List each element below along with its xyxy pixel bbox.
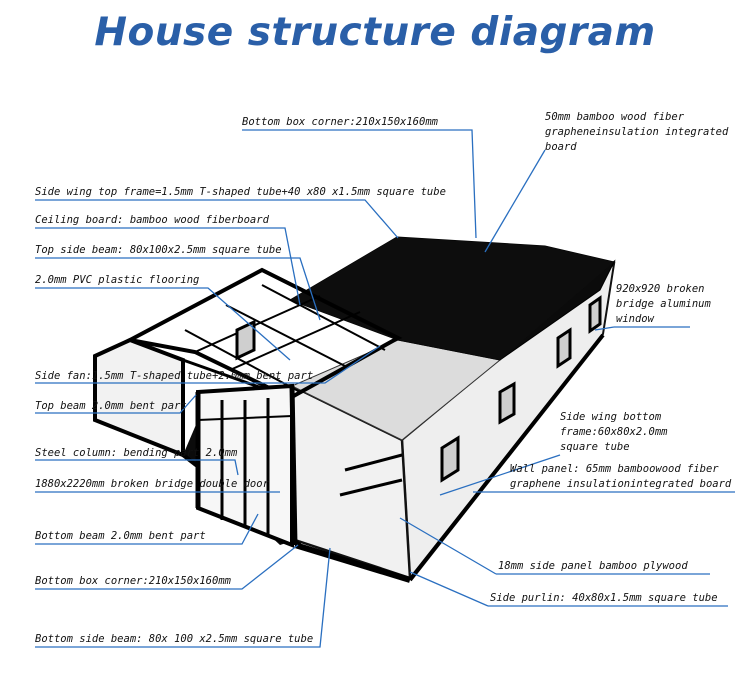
wing-roof — [123, 267, 403, 401]
label-bamboo-fiber-line2: grapheneinsulation integrated — [545, 126, 729, 138]
window-1 — [440, 435, 460, 483]
roof-top — [290, 237, 614, 360]
diagram-title: House structure diagram — [94, 10, 656, 55]
label-top-side-beam: Top side beam: 80x100x2.5mm square tube — [35, 244, 282, 256]
label-ceiling-board: Ceiling board: bamboo wood fiberboard — [35, 214, 269, 226]
window-4 — [588, 295, 602, 334]
leader-lines — [35, 129, 735, 648]
label-side-wing-bottom-line1: Side wing bottom — [560, 411, 662, 423]
label-bamboo-fiber-line1: 50mm bamboo wood fiber — [545, 111, 685, 123]
label-window-line3: window — [616, 313, 654, 325]
label-bottom-beam: Bottom beam 2.0mm bent part — [35, 530, 206, 542]
label-side-wing-bottom-line3: square tube — [560, 441, 630, 453]
label-side-fan: Side fan:1.5mm T-shaped tube+2.0mm bent … — [35, 370, 314, 382]
label-side-panel: 18mm side panel bamboo plywood — [498, 560, 688, 572]
label-bottom-box-corner-bottom: Bottom box corner:210x150x160mm — [35, 575, 231, 587]
label-side-purlin: Side purlin: 40x80x1.5mm square tube — [490, 592, 718, 604]
label-bottom-side-beam: Bottom side beam: 80x 100 x2.5mm square … — [35, 633, 314, 645]
label-side-wing-bottom-line2: frame:60x80x2.0mm — [560, 426, 668, 438]
label-bamboo-fiber-line3: board — [545, 141, 577, 153]
label-side-wing-top-frame: Side wing top frame=1.5mm T-shaped tube+… — [35, 186, 446, 198]
label-window-line1: 920x920 broken — [616, 283, 705, 295]
window-2 — [498, 381, 516, 425]
wing-window — [235, 319, 256, 361]
window-3 — [556, 327, 572, 369]
label-steel-column: Steel column: bending part 2.0mm — [35, 447, 238, 459]
label-double-door: 1880x2220mm broken bridge double door — [35, 478, 269, 490]
label-pvc-flooring: 2.0mm PVC plastic flooring — [35, 274, 200, 286]
label-wall-panel-line2: graphene insulationintegrated board — [510, 478, 732, 490]
label-wall-panel-line1: Wall panel: 65mm bamboowood fiber — [510, 463, 719, 475]
label-window-line2: bridge aluminum — [616, 298, 711, 310]
wing-side-panel — [93, 337, 185, 458]
label-top-beam: Top beam 2.0mm bent part — [35, 400, 187, 412]
label-bottom-box-corner-top: Bottom box corner:210x150x160mm — [242, 116, 438, 128]
